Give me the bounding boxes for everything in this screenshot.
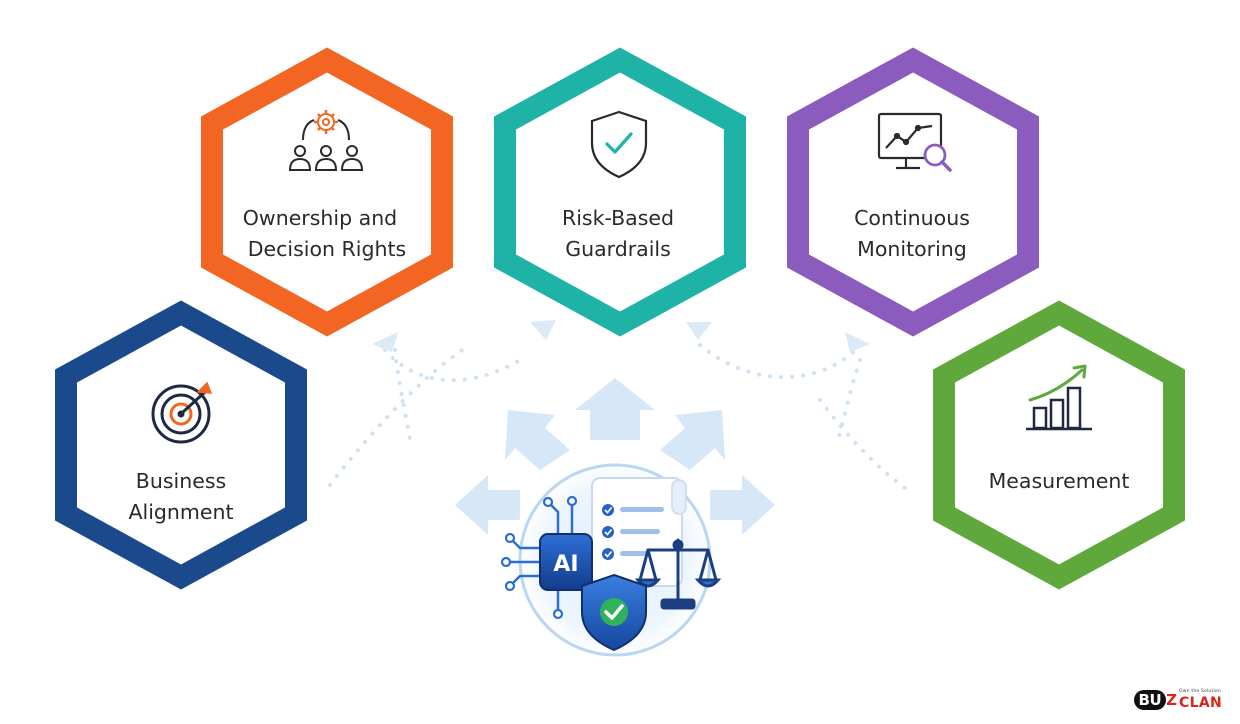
ai-chip-icon: AI	[500, 495, 593, 620]
hexagon-monitoring: Continuous Monitoring	[787, 47, 1039, 337]
hexagon-guardrails: Risk-Based Guardrails	[494, 47, 746, 337]
brand-part2: Z	[1166, 691, 1178, 709]
bar-chart-growth-icon	[1026, 364, 1092, 431]
radiating-arrows	[455, 378, 775, 535]
hexagon-measurement-line1: Measurement	[989, 469, 1130, 493]
monitor-chart-icon	[877, 112, 952, 172]
hexagon-alignment-line1: Business	[136, 469, 226, 493]
scales-icon	[634, 538, 722, 610]
hexagon-guardrails-line1: Risk-Based	[562, 206, 674, 230]
brand-right: Own the Solution CLAN	[1179, 690, 1222, 710]
ai-chip-label: AI	[553, 552, 578, 577]
hexagon-alignment: Business Alignment	[55, 300, 307, 590]
team-gear-icon	[288, 110, 364, 171]
connector-arrowheads	[372, 320, 870, 352]
brand-part1: BU	[1133, 690, 1167, 710]
hexagon-alignment-line2: Alignment	[128, 500, 233, 524]
ai-governance-illustration: AI	[500, 477, 722, 652]
hexagon-ownership-line2: Decision Rights	[248, 237, 406, 261]
shield-check-icon	[581, 573, 647, 652]
buzzclan-logo: BU Z Own the Solution CLAN	[1133, 690, 1222, 710]
target-arrow-icon	[151, 381, 213, 444]
shield-check-icon	[590, 110, 648, 179]
connector-dots	[328, 343, 907, 490]
hexagon-monitoring-line2: Monitoring	[857, 237, 967, 261]
hexagon-monitoring-line1: Continuous	[854, 206, 970, 230]
hexagon-guardrails-line2: Guardrails	[565, 237, 671, 261]
hexagon-measurement: Measurement	[933, 300, 1185, 590]
hexagon-ownership: Ownership and Decision Rights	[201, 47, 453, 337]
brand-part3: CLAN	[1179, 694, 1222, 711]
hexagon-ownership-line1: Ownership and	[243, 206, 397, 230]
brand-tagline: Own the Solution	[1179, 689, 1221, 695]
document-checklist-icon	[591, 477, 687, 587]
